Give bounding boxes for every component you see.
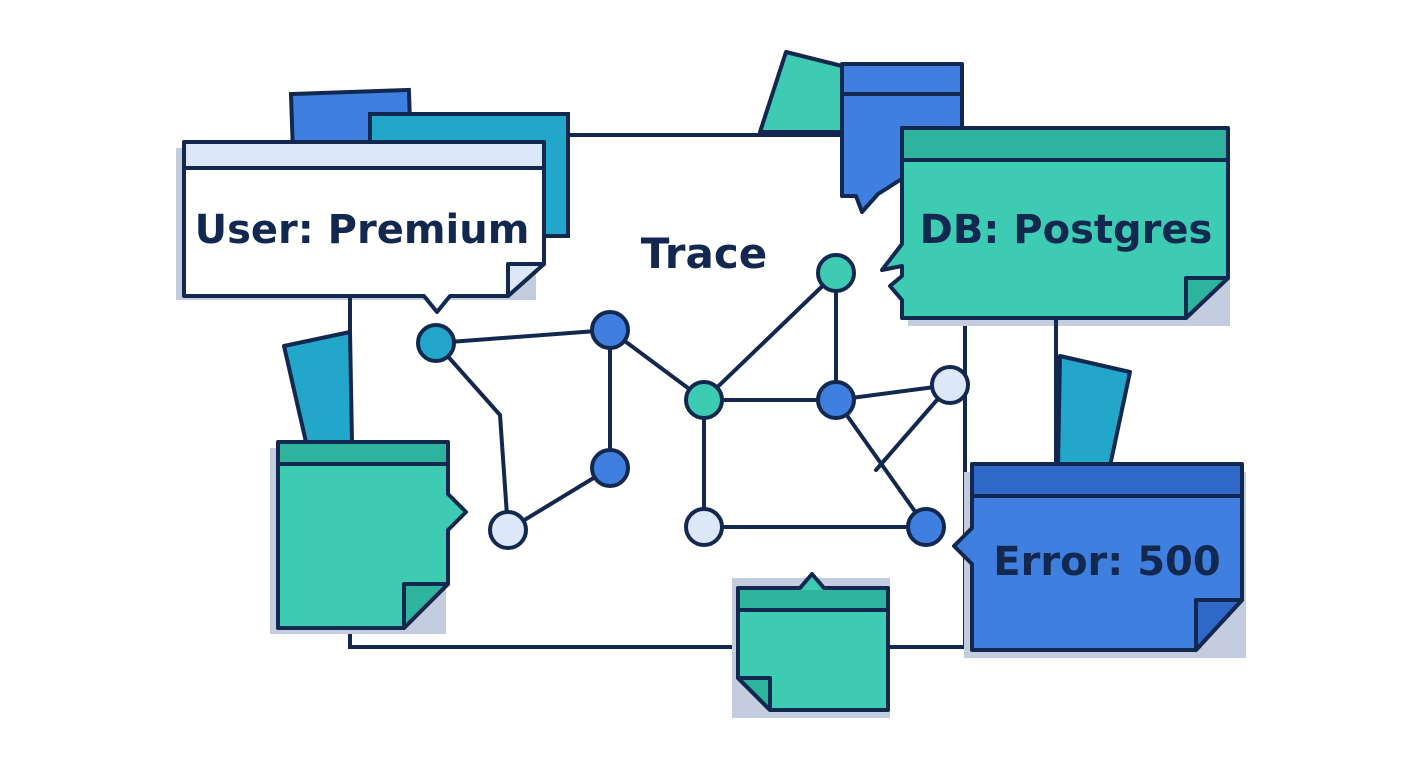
node-blue	[906, 507, 946, 547]
note-error-500: Error: 500	[952, 354, 1246, 658]
note-body	[276, 440, 468, 630]
node-blue	[590, 310, 630, 350]
note-label: User: Premium	[195, 207, 530, 253]
node-light	[684, 507, 724, 547]
node-green	[816, 253, 856, 293]
center-label: Trace	[641, 229, 767, 278]
note-header	[904, 130, 1226, 160]
node-blue	[816, 380, 856, 420]
note-body	[182, 140, 546, 314]
edge	[834, 398, 928, 529]
note-label: DB: Postgres	[920, 207, 1213, 253]
note-back-sheet	[758, 50, 844, 134]
graph-nodes	[416, 253, 970, 550]
edge	[702, 271, 838, 402]
note-back-sheet	[1056, 354, 1132, 468]
note-fold	[736, 676, 772, 712]
note-header	[740, 590, 886, 610]
note-body	[880, 126, 1230, 320]
node-green	[684, 380, 724, 420]
note-db-postgres: DB: Postgres	[758, 50, 1230, 464]
node-light	[488, 510, 528, 550]
note-header	[186, 144, 542, 168]
note-header	[280, 444, 446, 464]
note-blank-left	[270, 330, 468, 634]
note-fold	[506, 262, 546, 298]
note-fold	[402, 582, 450, 630]
edge	[434, 328, 612, 345]
note-body	[952, 462, 1244, 652]
note-back-sheet	[282, 330, 354, 444]
note-fold	[1194, 598, 1244, 652]
note-blank-bottom	[732, 572, 890, 718]
node-light	[930, 365, 970, 405]
node-teal	[416, 323, 456, 363]
note-user-premium: User: Premium	[176, 87, 570, 442]
note-fold	[1184, 276, 1230, 320]
note-label: Error: 500	[993, 539, 1220, 585]
node-blue	[590, 448, 630, 488]
note-header	[974, 466, 1240, 496]
